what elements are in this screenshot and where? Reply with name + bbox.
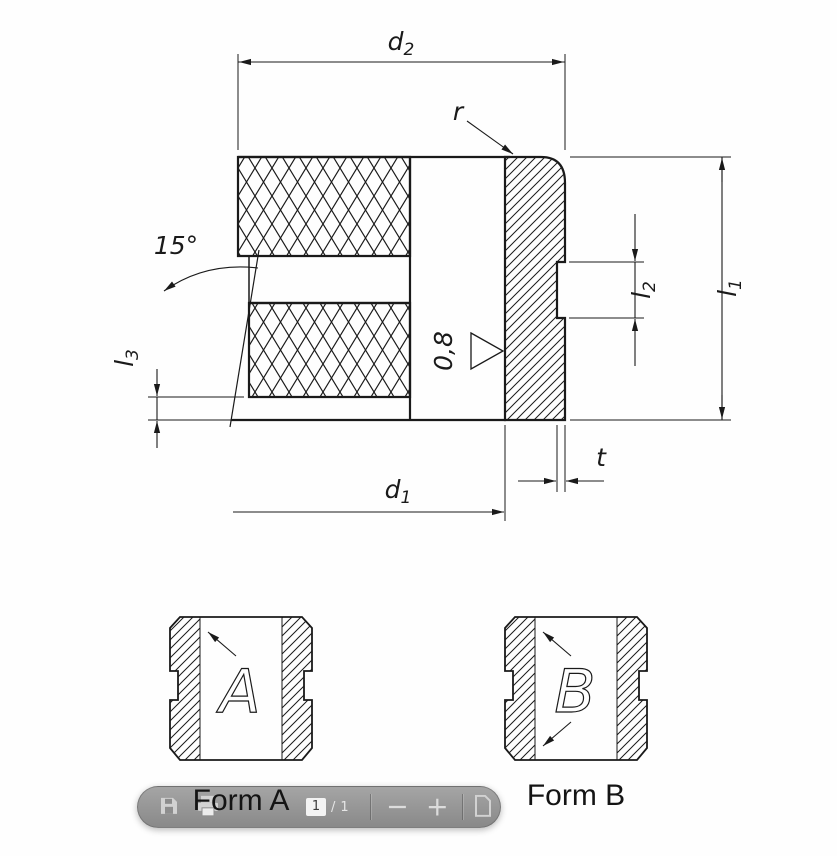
dimension-d2: d2 [238, 27, 565, 66]
form-a-left-wall [169, 616, 201, 761]
print-button[interactable] [196, 795, 220, 819]
form-a-caption: Form A [193, 784, 290, 817]
label-t: t [596, 443, 607, 472]
fit-page-icon [475, 794, 491, 817]
form-b-arrow-bottom [542, 721, 572, 747]
form-b-left-wall [504, 616, 536, 761]
toolbar-divider [462, 794, 463, 820]
form-b-caption: Form B [527, 779, 625, 812]
form-b-right-wall [616, 616, 648, 761]
form-b-outline [504, 616, 648, 761]
label-l2: l2 [627, 281, 660, 299]
zoom-out-button[interactable]: − [386, 791, 409, 823]
dimension-angle: 15° [154, 231, 259, 292]
extension-lines [148, 54, 731, 521]
dimension-d1: d1 [233, 475, 504, 516]
form-a-arrow [207, 631, 237, 657]
dimension-l3: l3 [110, 349, 161, 448]
dimension-t: t [518, 443, 607, 485]
page-total-label: 1 [340, 799, 349, 815]
label-l3: l3 [110, 349, 143, 367]
page-indicator: 1 / 1 [306, 798, 349, 816]
label-d1: d1 [385, 475, 412, 508]
dimension-l1: l1 [713, 157, 746, 420]
dimension-r: r [453, 97, 514, 155]
label-l1: l1 [713, 279, 746, 297]
form-b-view: B [504, 616, 648, 761]
fit-page-button[interactable] [474, 794, 492, 819]
side-wall-section [503, 155, 567, 422]
form-a-right-wall [281, 616, 313, 761]
knurl-upper-section [236, 155, 412, 258]
label-roughness: 0,8 [429, 331, 458, 371]
knurl-lower-section [247, 301, 412, 399]
label-angle: 15° [154, 231, 198, 260]
form-b-arrow-top [542, 631, 572, 657]
form-a-letter: A [215, 657, 260, 727]
form-a-outline [169, 616, 313, 761]
dimension-l2: l2 [627, 214, 660, 366]
print-icon [198, 795, 218, 817]
form-b-letter: B [554, 657, 595, 727]
save-icon [161, 797, 177, 814]
label-d2: d2 [388, 27, 415, 60]
page-separator-label: / [331, 799, 336, 815]
surface-roughness-icon [470, 331, 505, 371]
toolbar-divider [370, 794, 371, 820]
page-current-input[interactable]: 1 [306, 798, 326, 816]
save-button[interactable] [158, 795, 180, 819]
form-a-view: A [169, 616, 313, 761]
part-main-view [229, 155, 567, 428]
label-r: r [453, 97, 465, 126]
pdf-toolbar: 1 / 1 − + [137, 786, 501, 828]
zoom-in-button[interactable]: + [426, 791, 449, 823]
